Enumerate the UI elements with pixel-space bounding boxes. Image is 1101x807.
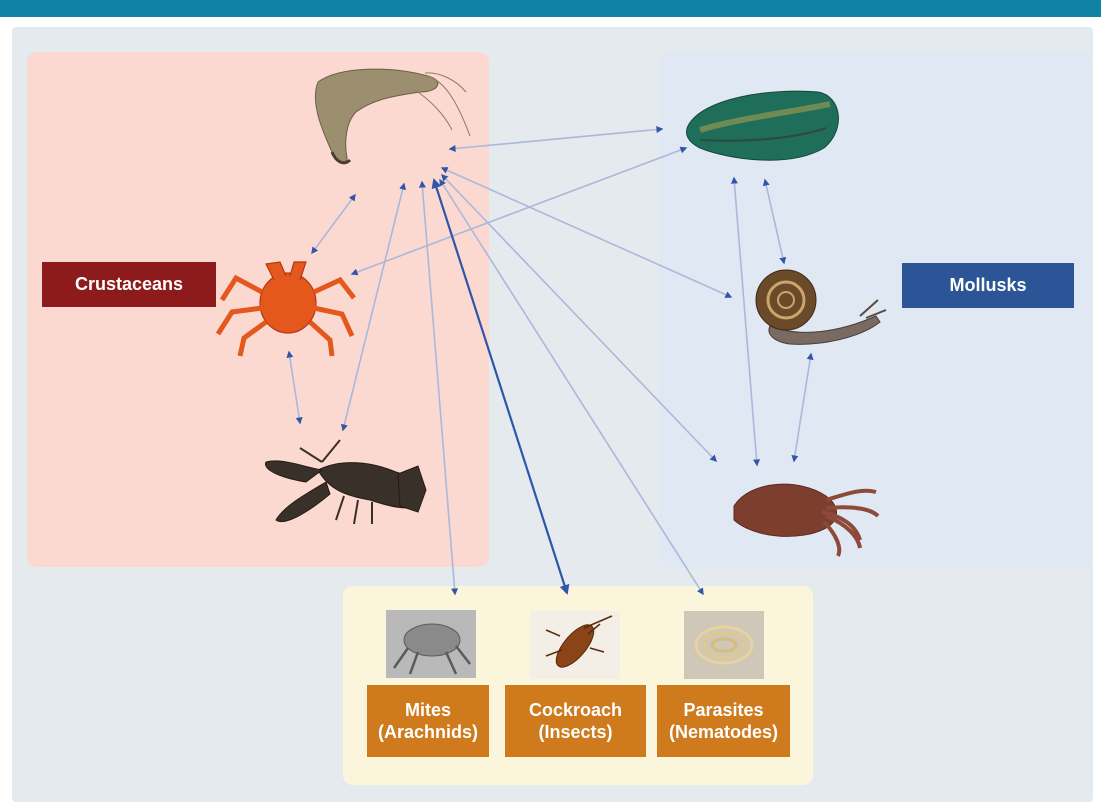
- arrow-shrimp-lobster: [343, 184, 404, 430]
- squid-image: [734, 484, 878, 556]
- cockroach-label: Cockroach (Insects): [505, 685, 646, 757]
- cockroach-name: Cockroach: [529, 699, 622, 721]
- arrow-snail-squid: [794, 354, 811, 461]
- arrow-shrimp-snail: [442, 168, 731, 297]
- dust-mite-image: [386, 610, 476, 678]
- mites-class: (Arachnids): [378, 721, 478, 743]
- arrow-shrimp-crab: [312, 195, 355, 253]
- mites-label: Mites (Arachnids): [367, 685, 489, 757]
- parasites-name: Parasites: [683, 699, 763, 721]
- shrimp-image: [315, 69, 470, 163]
- arrow-shrimp-squid: [442, 175, 716, 461]
- crab-image: [218, 262, 354, 356]
- mollusks-label: Mollusks: [902, 263, 1074, 308]
- arrow-mussel-squid: [734, 178, 757, 465]
- mussel-image: [687, 91, 839, 160]
- nematode-image: [684, 611, 764, 679]
- arrow-crab-lobster: [289, 352, 300, 423]
- parasites-class: (Nematodes): [669, 721, 778, 743]
- lobster-image: [265, 440, 426, 524]
- arrow-shrimp-mussel: [450, 129, 662, 149]
- parasites-label: Parasites (Nematodes): [657, 685, 790, 757]
- arrow-shrimp-cockroach: [434, 180, 567, 593]
- arrow-mussel-snail: [765, 180, 784, 263]
- arrow-shrimp-mite: [422, 182, 455, 594]
- cockroach-class: (Insects): [538, 721, 612, 743]
- cockroach-image: [530, 611, 620, 679]
- arrow-shrimp-nematode: [440, 180, 703, 594]
- mites-name: Mites: [405, 699, 451, 721]
- crustaceans-label: Crustaceans: [42, 262, 216, 307]
- snail-image: [756, 270, 886, 344]
